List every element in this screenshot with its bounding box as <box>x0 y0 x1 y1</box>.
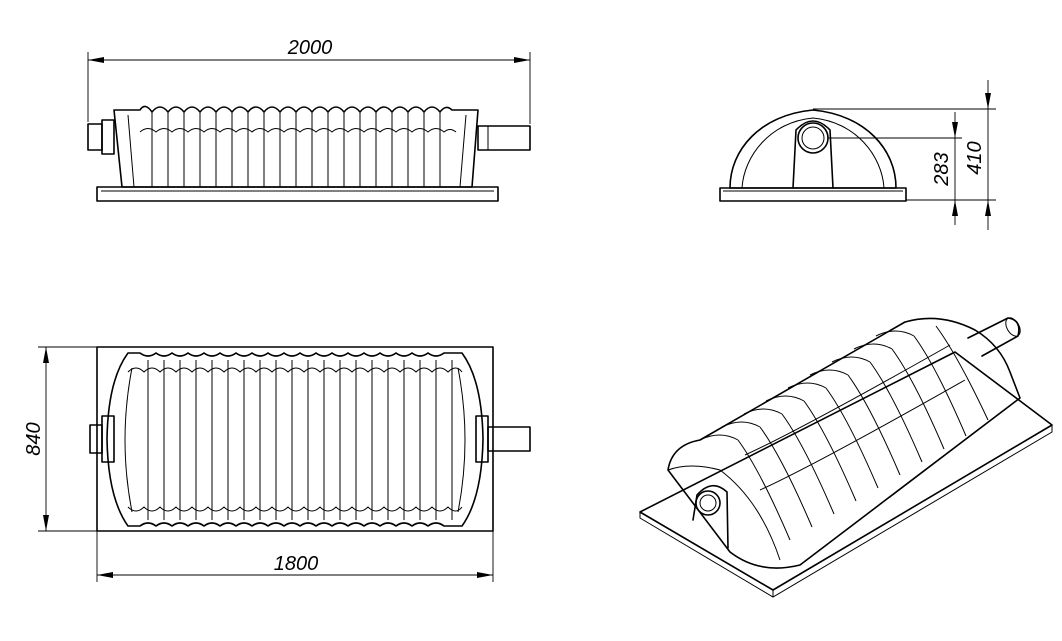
isometric-view <box>639 317 1053 598</box>
side-tank-profile <box>729 109 897 189</box>
front-base-plate <box>96 186 499 202</box>
side-base-plate <box>719 187 907 202</box>
side-elevation-view <box>719 109 907 202</box>
plan-inlet-pipe <box>89 424 103 454</box>
front-outlet-pipe <box>477 125 531 151</box>
iso-tank-body <box>667 317 1021 569</box>
dim-label-283: 283 <box>931 152 953 186</box>
front-inlet-pipe <box>87 123 103 151</box>
iso-inlet-pipe <box>695 490 721 516</box>
plan-outlet-pipe <box>487 426 531 452</box>
dim-label-840: 840 <box>23 422 45 455</box>
dimension-base-width: 840 <box>23 346 97 532</box>
dimension-overall-length: 2000 <box>87 37 531 124</box>
dimension-base-length: 1800 <box>96 531 494 582</box>
front-elevation-view <box>87 105 531 202</box>
plan-base-plate <box>96 346 494 532</box>
side-pipe-boss <box>792 120 834 189</box>
dim-label-1800: 1800 <box>274 553 319 575</box>
iso-outlet-pipe <box>967 317 1020 357</box>
plan-tank-body <box>106 352 484 527</box>
front-tank-body <box>113 105 479 188</box>
dimension-heights: 283 410 <box>813 80 996 230</box>
dim-label-2000: 2000 <box>287 37 333 59</box>
plan-view <box>89 346 531 532</box>
dim-label-410: 410 <box>964 141 986 174</box>
